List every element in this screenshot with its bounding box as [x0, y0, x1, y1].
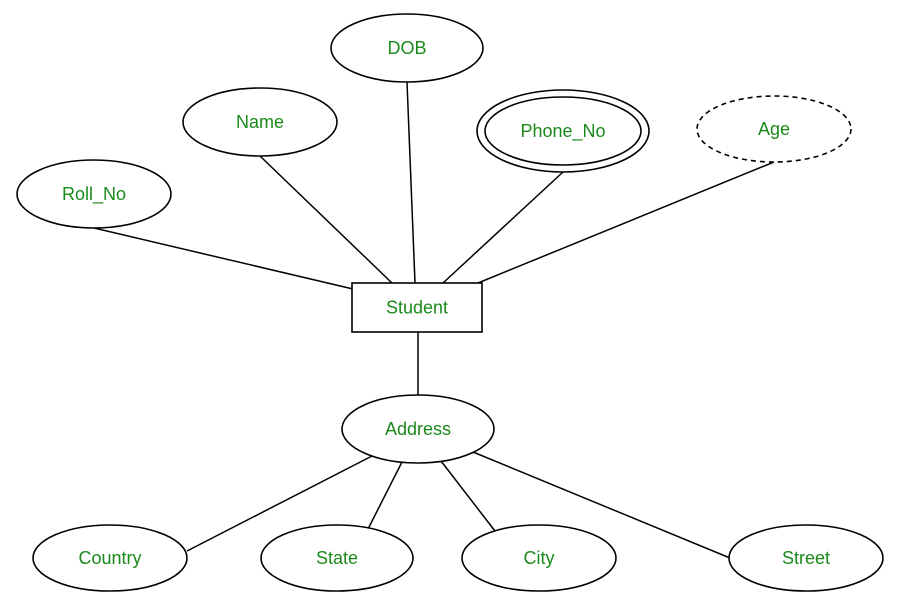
attribute-oval [341, 394, 495, 464]
entity-box [351, 282, 483, 333]
attribute-label: DOB [387, 38, 426, 58]
attribute-inner-oval [484, 96, 642, 166]
attribute-label: Name [236, 112, 284, 132]
line-address-street [472, 451, 731, 559]
attribute-dob: DOB [330, 13, 484, 83]
attribute-label: Address [385, 419, 451, 439]
attribute-roll-no: Roll_No [16, 159, 172, 229]
line-student-roll-no [93, 227, 371, 294]
line-student-age [477, 161, 775, 284]
attribute-state: State [260, 524, 414, 592]
attribute-label: Phone_No [520, 121, 605, 142]
line-student-name [259, 155, 393, 284]
attribute-oval [728, 524, 884, 592]
attribute-oval [16, 159, 172, 229]
entity-student: Student [351, 282, 483, 333]
line-address-state [366, 461, 403, 532]
attribute-address: Address [341, 394, 495, 464]
attribute-oval [696, 95, 852, 163]
attribute-label: City [524, 548, 555, 568]
attribute-age: Age [696, 95, 852, 163]
attribute-label: State [316, 548, 358, 568]
attribute-label: Age [758, 119, 790, 139]
line-address-city [440, 460, 496, 532]
line-address-country [186, 455, 373, 552]
attribute-oval [182, 87, 338, 157]
attribute-name: Name [182, 87, 338, 157]
entity-label: Student [386, 298, 448, 318]
diagram-nodes: Student Roll_No Name DOB Phone_No AgeAddressC… [16, 13, 884, 592]
line-student-dob [406, 81, 416, 284]
attribute-oval [260, 524, 414, 592]
attribute-oval [32, 524, 188, 592]
attribute-label: Street [782, 548, 830, 568]
attribute-city: City [461, 524, 617, 592]
attribute-label: Country [78, 548, 141, 568]
attribute-phone-no: Phone_No [476, 89, 650, 173]
attribute-oval [330, 13, 484, 83]
attribute-country: Country [32, 524, 188, 592]
line-student-phone-no [442, 171, 564, 284]
connector-lines [93, 81, 775, 559]
attribute-label: Roll_No [62, 184, 126, 205]
attribute-street: Street [728, 524, 884, 592]
attribute-oval [461, 524, 617, 592]
